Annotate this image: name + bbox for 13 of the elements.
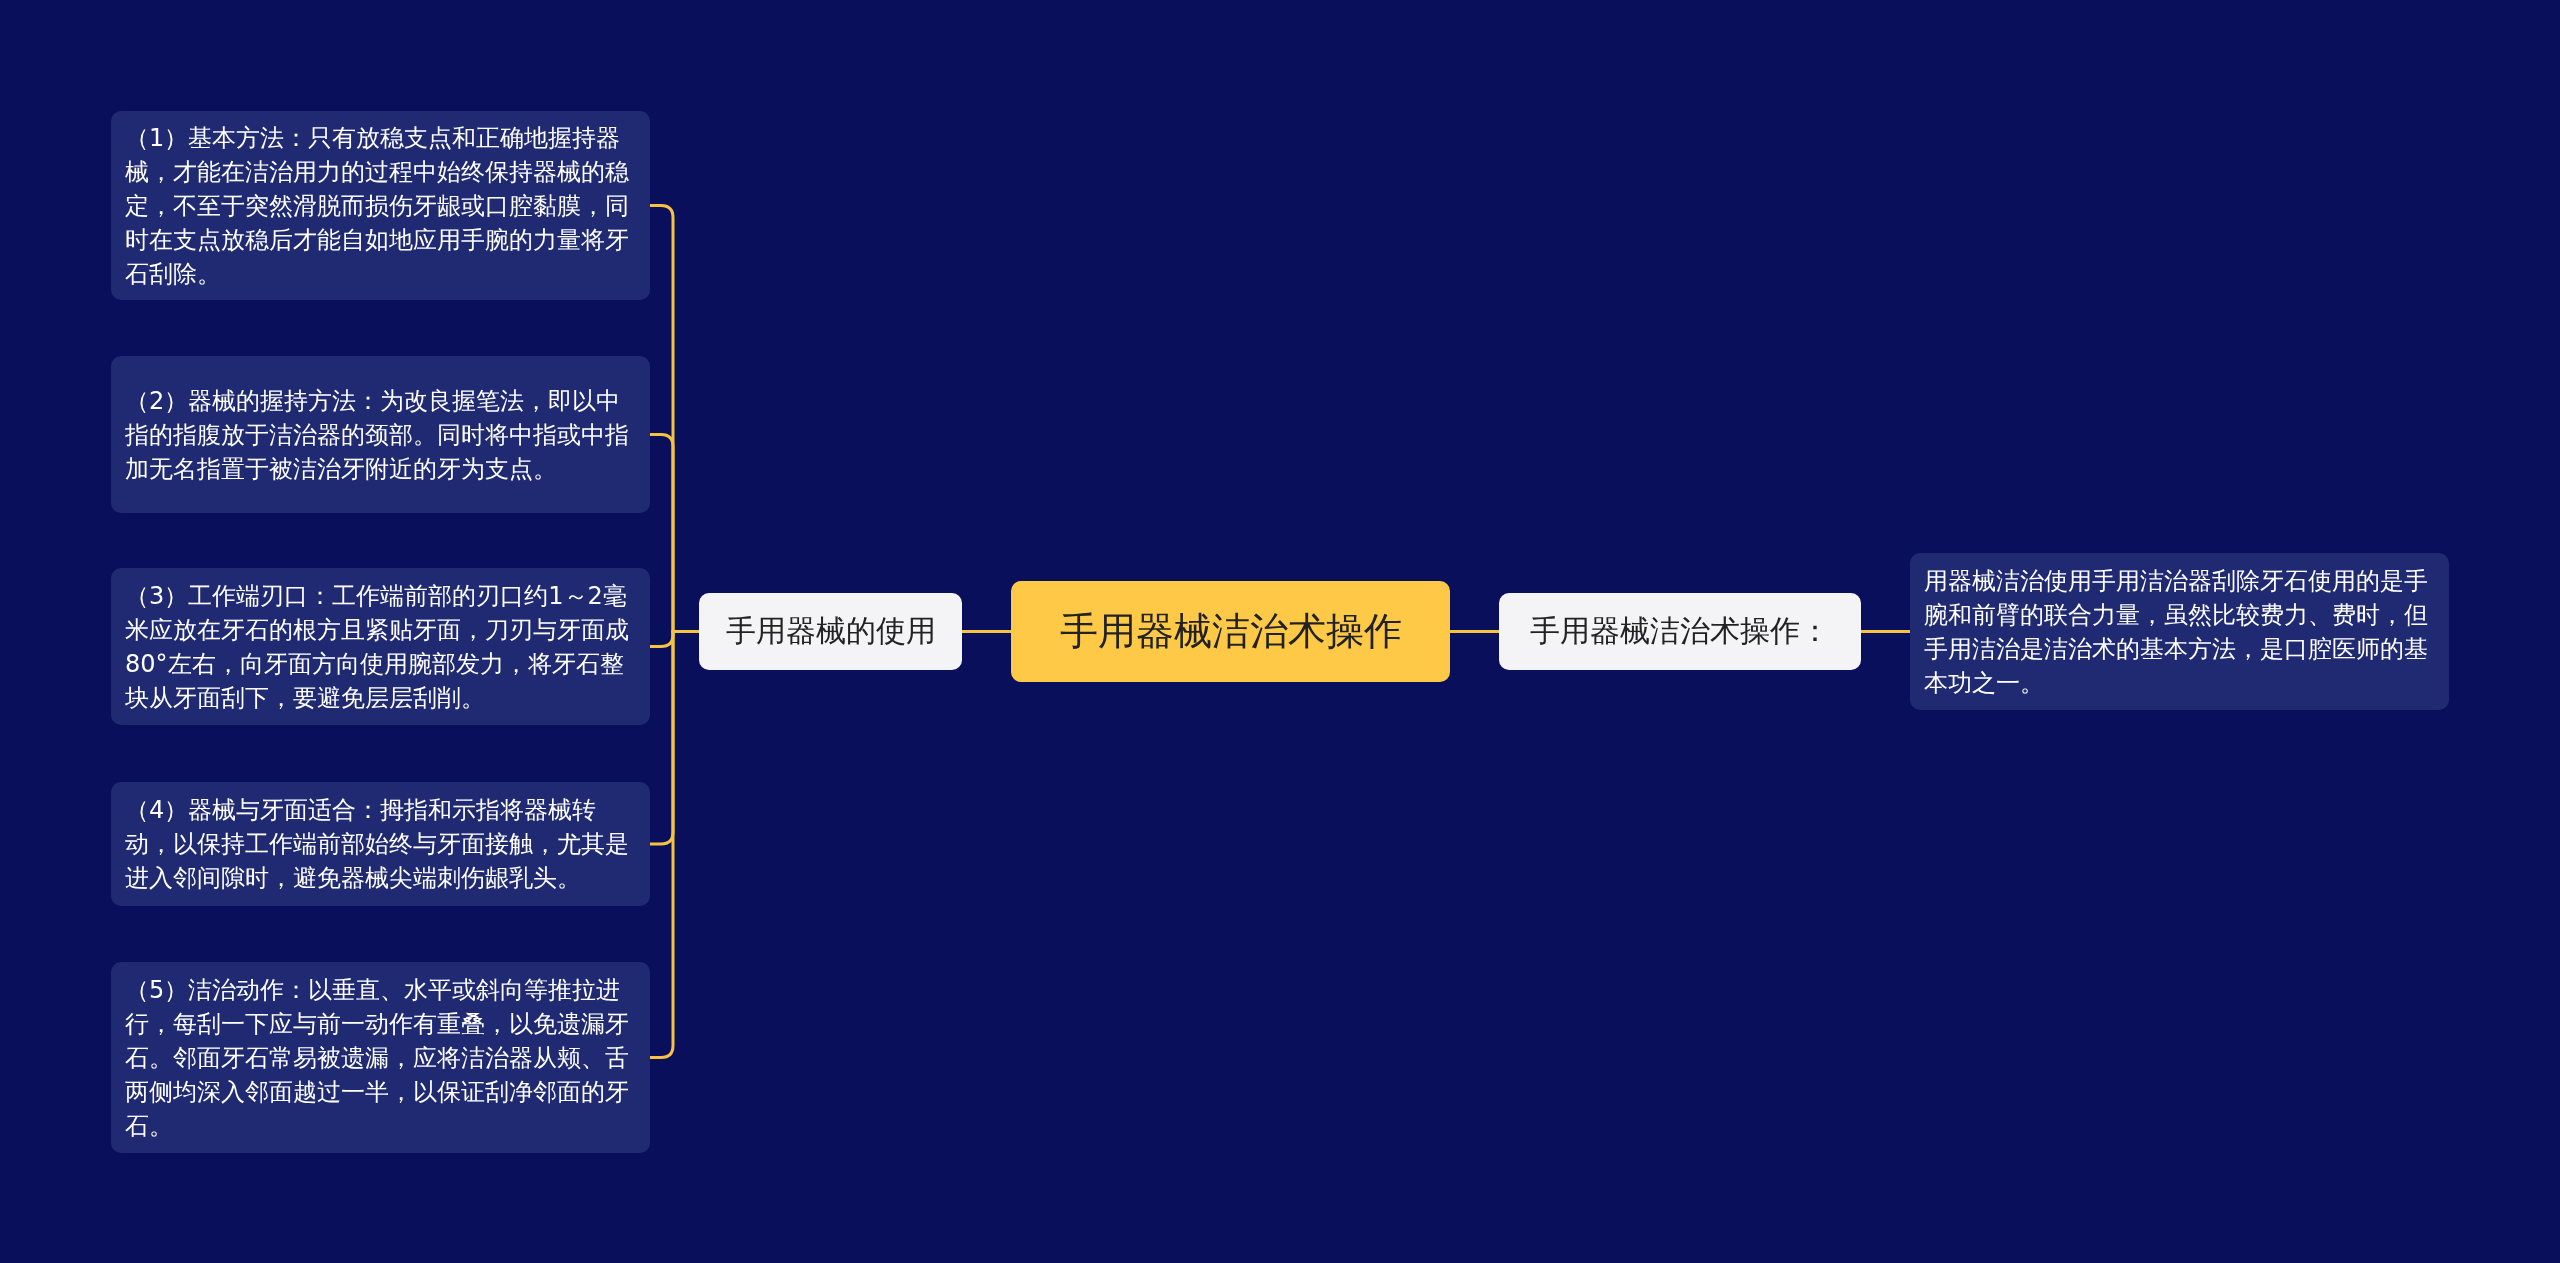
text-card: 用器械洁治使用手用洁治器刮除牙石使用的是手腕和前臂的联合力量，虽然比较费力、费时，但手用洁治是洁治术的基本方法，是口腔医师的基本功之一。 (1910, 553, 2449, 710)
text-card: （3）工作端刃口：工作端前部的刃口约1～2毫米应放在牙石的根方且紧贴牙面，刀刃与牙面成80°左右，向牙面方向使用腕部发力，将牙石整块从牙面刮下，要避免层层刮削。 (111, 568, 650, 725)
text-card: （2）器械的握持方法：为改良握笔法，即以中指的指腹放于洁治器的颈部。同时将中指或中指加无名指置于被洁治牙附近的牙为支点。 (111, 356, 650, 513)
connector-line (1450, 630, 1499, 633)
text-card: （5）洁治动作：以垂直、水平或斜向等推拉进行，每刮一下应与前一动作有重叠，以免遗漏牙石。邻面牙石常易被遗漏，应将洁治器从颊、舌两侧均深入邻面越过一半，以保证刮净邻面的牙石。 (111, 962, 650, 1153)
connector-line (962, 630, 1011, 633)
connector-line (1861, 630, 1910, 633)
topic-box: 手用器械的使用 (699, 593, 962, 670)
topic-box: 手用器械洁治术操作： (1499, 593, 1861, 670)
root-topic-box: 手用器械洁治术操作 (1011, 581, 1450, 682)
text-card: （1）基本方法：只有放稳支点和正确地握持器械，才能在洁治用力的过程中始终保持器械的稳定，不至于突然滑脱而损伤牙龈或口腔黏膜，同时在支点放稳后才能自如地应用手腕的力量将牙石刮除。 (111, 111, 650, 300)
text-card: （4）器械与牙面适合：拇指和示指将器械转动，以保持工作端前部始终与牙面接触，尤其是进入邻间隙时，避免器械尖端刺伤龈乳头。 (111, 782, 650, 906)
connector-line (650, 630, 699, 1059)
